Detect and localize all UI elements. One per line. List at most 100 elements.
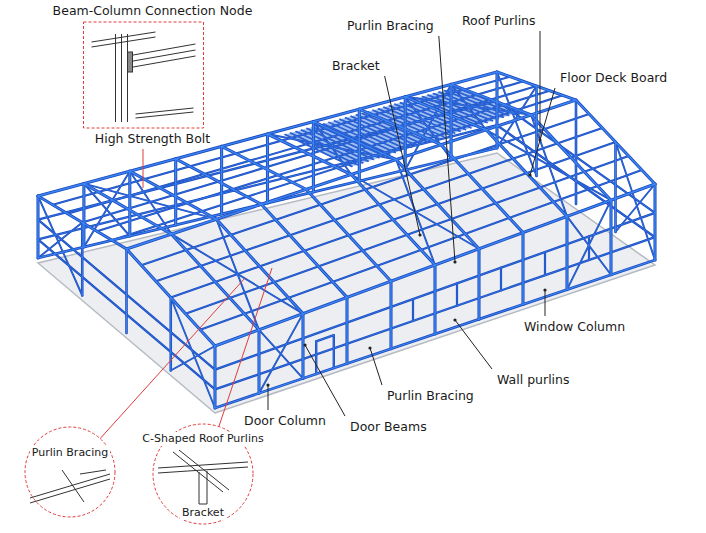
steel-member bbox=[444, 90, 508, 115]
leader-line bbox=[385, 76, 420, 235]
steel-member bbox=[171, 234, 303, 314]
steel-member bbox=[522, 233, 523, 305]
steel-member bbox=[457, 283, 458, 305]
steel-member bbox=[450, 89, 514, 114]
part-label: Floor Deck Board bbox=[558, 70, 669, 85]
steel-member bbox=[422, 97, 487, 123]
steel-member bbox=[176, 159, 347, 298]
steel-member bbox=[38, 125, 497, 239]
steel-member bbox=[316, 335, 334, 341]
steel-member bbox=[259, 314, 303, 394]
inset-label: High Strength Bolt bbox=[93, 132, 212, 146]
steel-member bbox=[340, 119, 406, 149]
steel-member bbox=[174, 159, 177, 225]
steel-member bbox=[439, 92, 503, 117]
steel-member bbox=[500, 268, 502, 291]
dashed-frame bbox=[84, 22, 204, 128]
detail-line bbox=[30, 479, 110, 503]
leader-line bbox=[370, 348, 382, 385]
steel-member bbox=[610, 200, 611, 275]
steel-member bbox=[84, 184, 259, 330]
steel-member bbox=[83, 184, 84, 247]
steel-member bbox=[215, 237, 655, 389]
leader-line bbox=[268, 385, 269, 410]
detail-inset-box: Beam-Column Connection NodeHigh Strength… bbox=[40, 4, 265, 146]
steel-member bbox=[434, 265, 435, 334]
steel-member bbox=[302, 130, 369, 161]
part-label: Bracket bbox=[330, 58, 382, 73]
steel-member bbox=[125, 249, 128, 333]
steel-member bbox=[501, 268, 502, 291]
steel-member bbox=[302, 130, 369, 161]
detail-line bbox=[158, 462, 248, 468]
part-label: Wall purlins bbox=[495, 372, 572, 387]
leader-dot bbox=[368, 346, 371, 349]
steel-member bbox=[216, 219, 259, 330]
steel-member bbox=[346, 297, 347, 363]
steel-member bbox=[171, 346, 215, 371]
leader-line bbox=[439, 36, 455, 262]
steel-member bbox=[38, 148, 497, 258]
steel-member bbox=[285, 135, 352, 167]
steel-member bbox=[285, 135, 352, 167]
detail-inset-circle: Purlin Bracing bbox=[22, 424, 118, 520]
steel-member bbox=[296, 131, 363, 163]
detail-line bbox=[128, 56, 196, 68]
steel-member bbox=[345, 297, 348, 363]
steel-member bbox=[389, 281, 392, 349]
steel-member bbox=[395, 104, 460, 131]
leader-line bbox=[455, 320, 492, 369]
steel-member bbox=[614, 142, 617, 232]
steel-member bbox=[38, 196, 215, 346]
member-detail bbox=[158, 450, 248, 504]
inset-outline bbox=[22, 424, 118, 520]
steel-member bbox=[566, 216, 567, 289]
steel-member bbox=[396, 160, 435, 265]
steel-member bbox=[609, 200, 612, 275]
steel-member bbox=[291, 133, 358, 165]
steel-member bbox=[259, 330, 303, 379]
steel-member bbox=[38, 220, 215, 370]
leader-line bbox=[540, 31, 541, 140]
steel-member bbox=[588, 236, 590, 260]
dashed-circle bbox=[25, 427, 115, 517]
steel-member bbox=[213, 346, 216, 408]
steel-member bbox=[259, 330, 303, 379]
steel-member bbox=[345, 118, 411, 147]
part-label: Purlin Bracing bbox=[345, 18, 436, 33]
detail-line bbox=[199, 504, 207, 505]
steel-member bbox=[38, 239, 215, 389]
steel-member bbox=[521, 233, 524, 305]
leader-dot bbox=[528, 173, 531, 176]
steel-member bbox=[455, 87, 519, 112]
steel-member bbox=[575, 100, 578, 204]
steel-member bbox=[38, 239, 215, 389]
steel-member bbox=[259, 314, 303, 394]
detail-line bbox=[173, 452, 223, 492]
steel-member bbox=[477, 249, 480, 319]
steel-member bbox=[616, 142, 656, 260]
leader-dot bbox=[453, 260, 456, 263]
leader-dot bbox=[418, 233, 421, 236]
detail-line bbox=[128, 44, 196, 56]
leader-dot bbox=[453, 318, 456, 321]
steel-member bbox=[215, 237, 655, 389]
inset-label: Bracket bbox=[180, 506, 226, 520]
steel-member bbox=[329, 122, 395, 152]
leader-line bbox=[143, 149, 144, 188]
steel-member bbox=[396, 160, 435, 265]
steel-member bbox=[222, 146, 391, 281]
leader-line bbox=[305, 345, 345, 416]
steel-member bbox=[214, 346, 215, 408]
inset-leaders bbox=[100, 149, 272, 439]
inset-outline bbox=[40, 4, 265, 146]
steel-member bbox=[313, 122, 351, 175]
steel-member bbox=[315, 341, 317, 374]
steel-member bbox=[318, 125, 384, 156]
steel-member bbox=[268, 134, 397, 160]
detail-line bbox=[199, 472, 200, 504]
steel-member bbox=[428, 95, 492, 121]
detail-line bbox=[92, 37, 156, 47]
detail-line bbox=[136, 112, 194, 118]
